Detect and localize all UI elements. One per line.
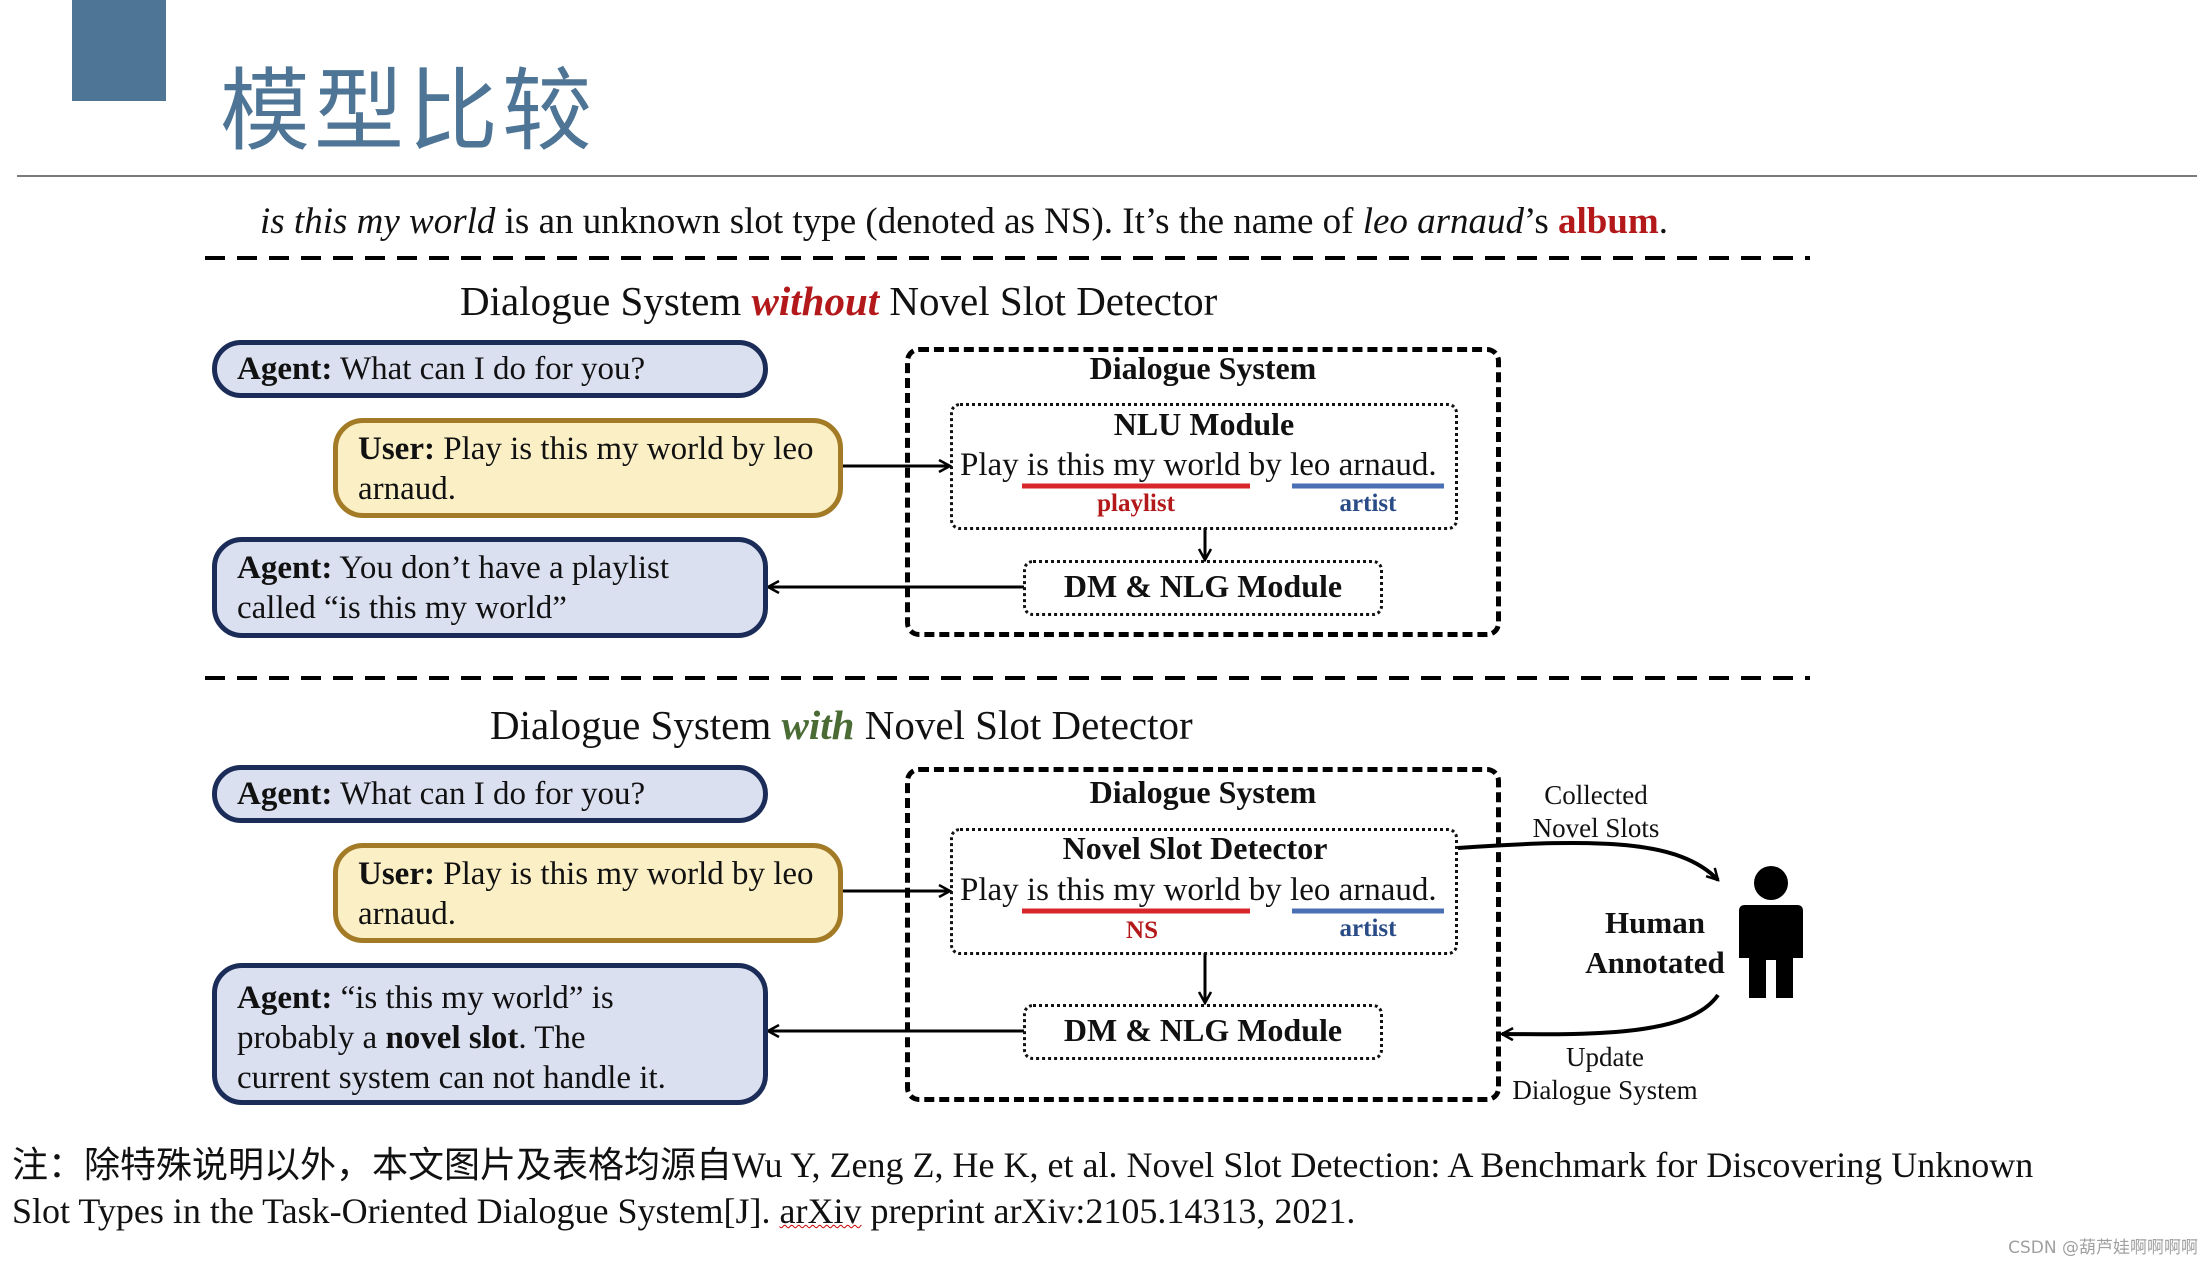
bottom-slot-tag-artist: artist: [1339, 915, 1397, 942]
update-system-arrow: [1502, 993, 1720, 1034]
top-dm-nlg-box: [1023, 560, 1383, 616]
nlu-module-box: [950, 403, 1458, 530]
collected-slots-arrow: [1457, 840, 1718, 880]
top-section-title: Dialogue System without Novel Slot Detec…: [460, 278, 1218, 324]
top-dm-nlg-title: DM & NLG Module: [1063, 568, 1343, 604]
title-accent-block: [72, 0, 166, 101]
top-agent-error-bubble: Agent: You don’t have a playlist called …: [212, 537, 768, 638]
bottom-user-request-bubble: User: Play is this my world by leo arnau…: [333, 843, 843, 943]
bottom-dialogue-system-title: Dialogue System: [1089, 774, 1317, 810]
bottom-agent-greeting-bubble: Agent: What can I do for you?: [212, 765, 768, 823]
figure-caption: is this my world is an unknown slot type…: [260, 201, 1668, 242]
nlu-module-title: NLU Module: [1113, 406, 1295, 442]
title-divider: [17, 175, 2197, 177]
bottom-section-title: Dialogue System with Novel Slot Detector: [490, 702, 1193, 748]
bottom-dm-nlg-box: [1023, 1004, 1383, 1060]
bottom-dialogue-system-box: [905, 767, 1501, 1102]
bottom-utterance: Play is this my world by leo arnaud.: [960, 872, 1437, 908]
csdn-watermark: CSDN @葫芦娃啊啊啊啊: [2008, 1238, 2198, 1258]
top-dialogue-system-box: [905, 347, 1501, 637]
top-dialogue-system-title: Dialogue System: [1089, 350, 1317, 386]
top-agent-greeting-bubble: Agent: What can I do for you?: [212, 340, 768, 398]
top-utterance: Play is this my world by leo arnaud.: [960, 447, 1437, 483]
slide-title: 模型比较: [220, 59, 596, 164]
top-user-request-bubble: User: Play is this my world by leo arnau…: [333, 418, 843, 518]
citation-footnote: 注：除特殊说明以外，本文图片及表格均源自Wu Y, Zeng Z, He K, …: [12, 1145, 2034, 1231]
bottom-agent-novel-slot-bubble: Agent: “is this my world” is probably a …: [212, 963, 768, 1105]
bottom-slot-tag-ns: NS: [1126, 917, 1158, 944]
bottom-dm-nlg-title: DM & NLG Module: [1063, 1012, 1343, 1048]
novel-slot-detector-box: [950, 828, 1458, 955]
top-slot-tag-artist: artist: [1339, 490, 1397, 517]
novel-slot-detector-title: Novel Slot Detector: [1062, 830, 1328, 866]
top-slot-tag-playlist: playlist: [1097, 490, 1175, 517]
person-icon: [1739, 866, 1803, 998]
